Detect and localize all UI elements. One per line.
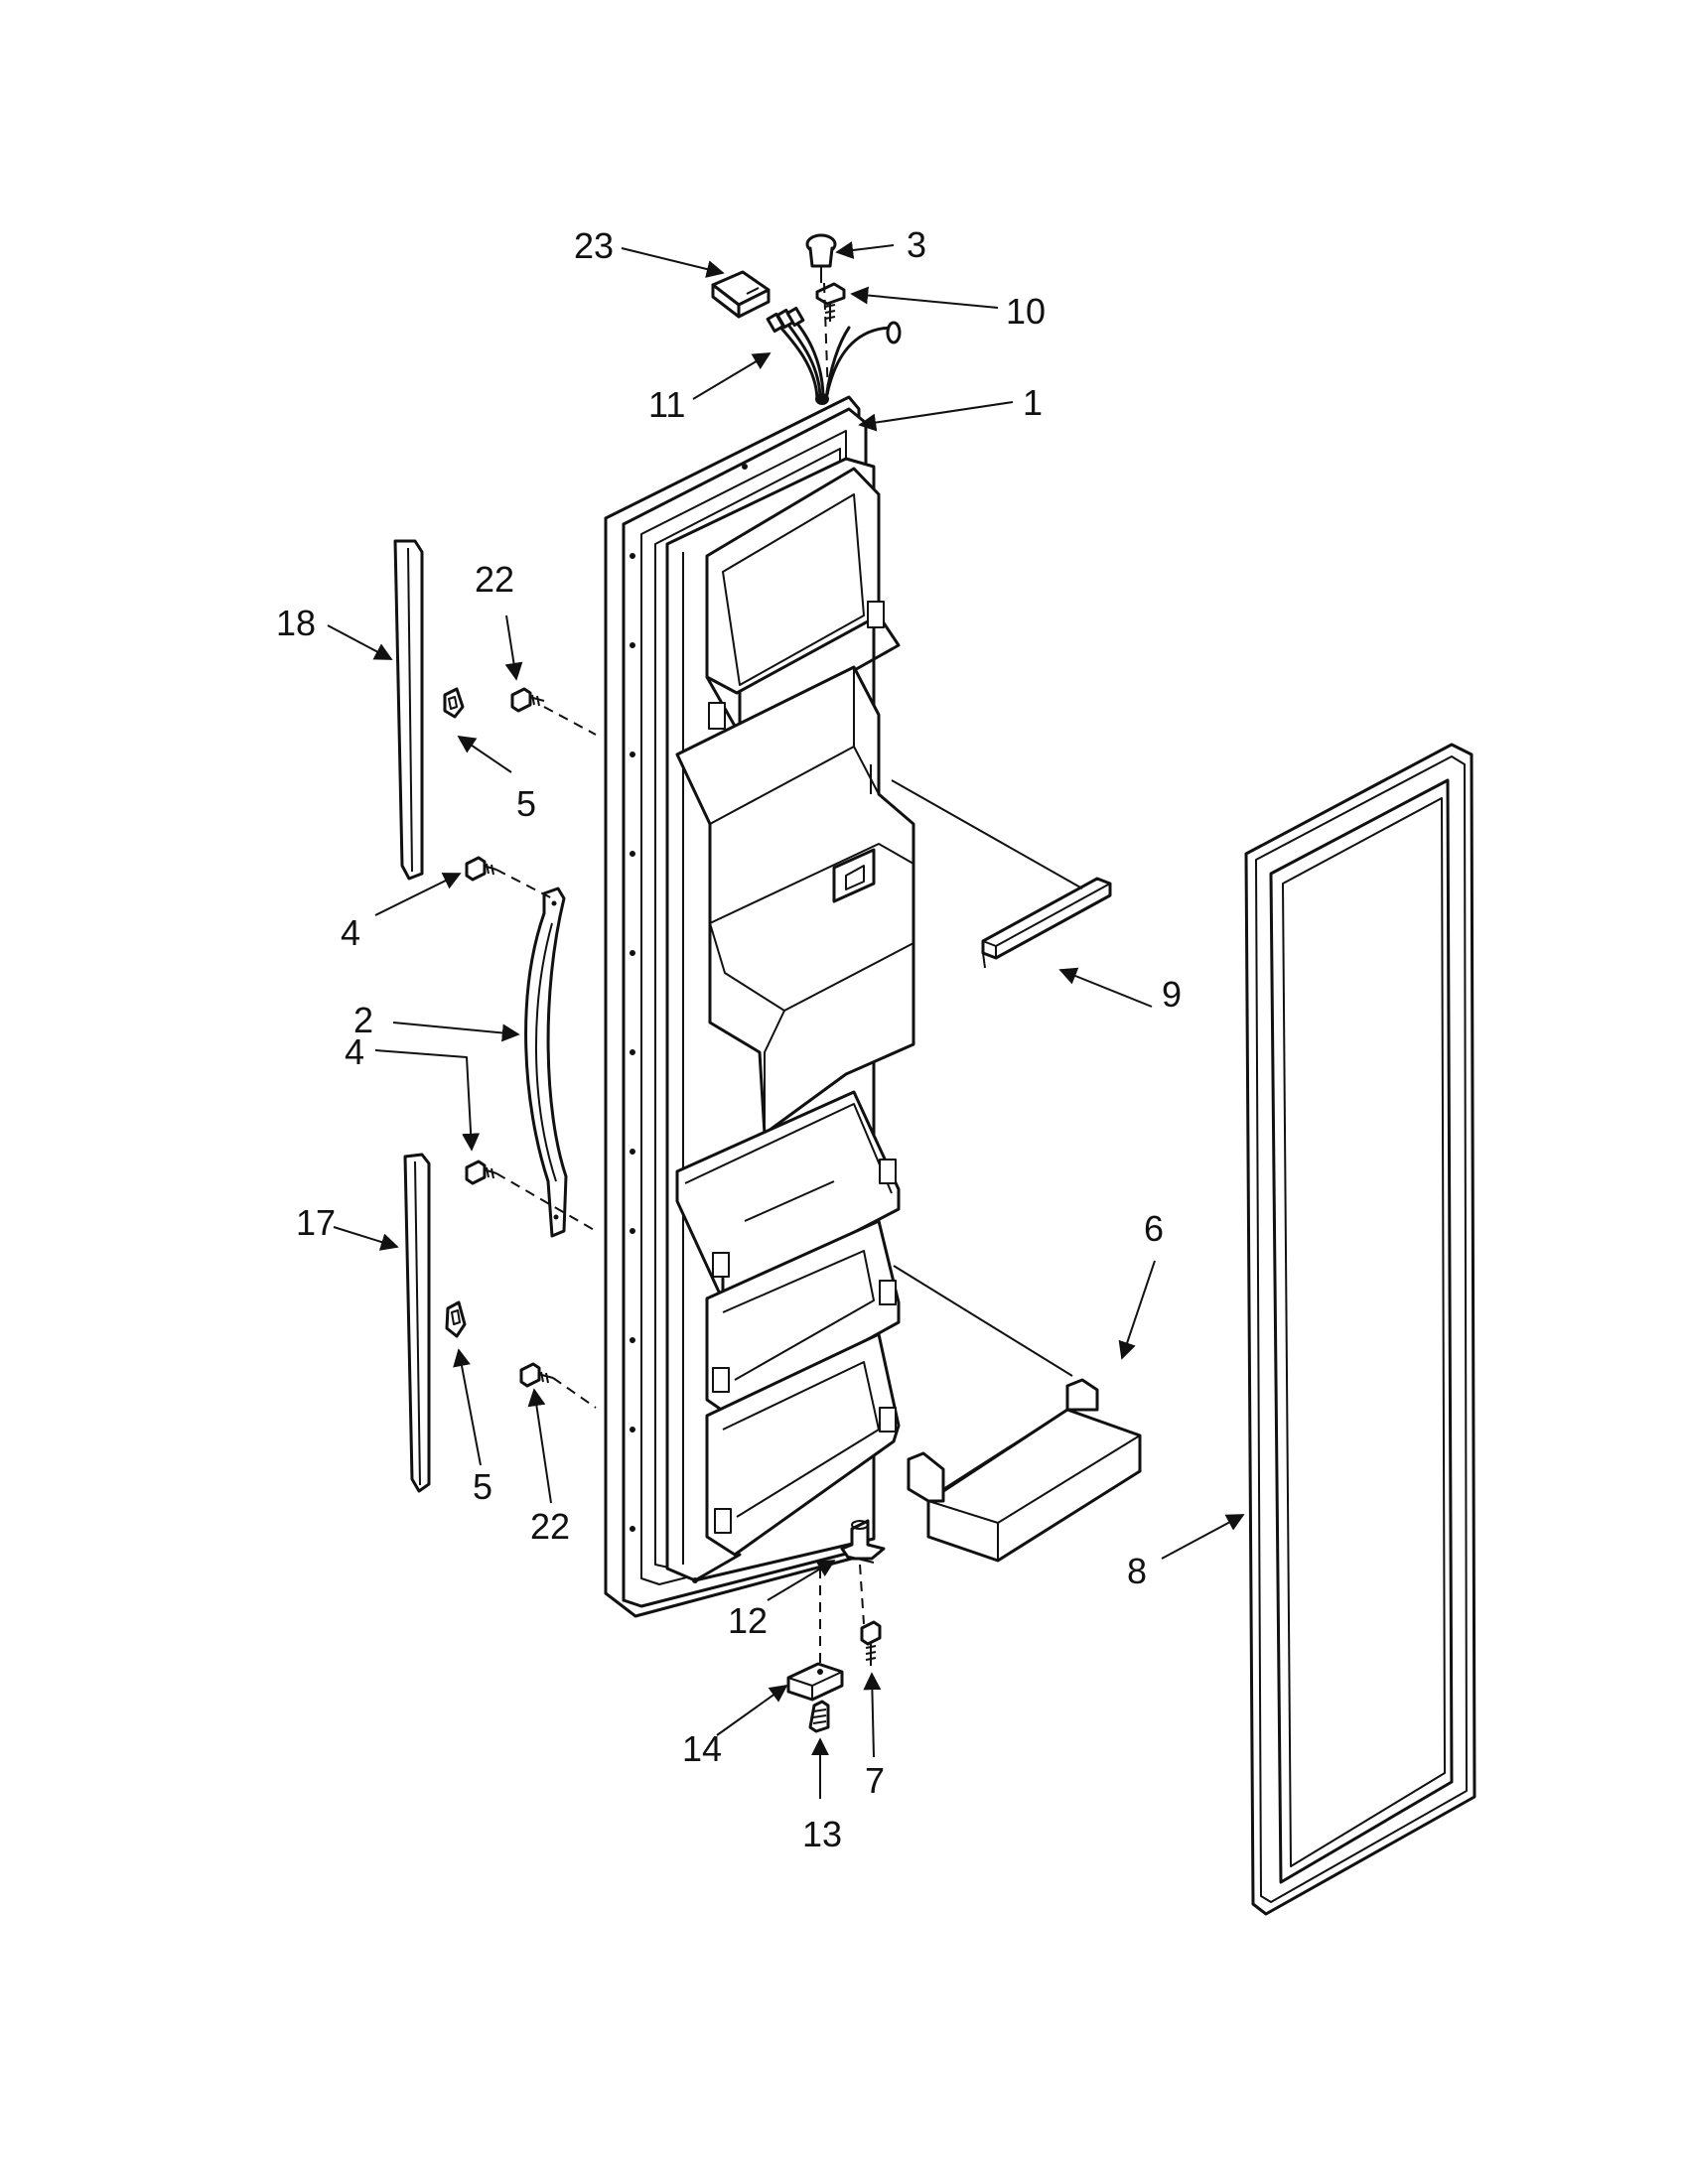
door-edge-screw-holes <box>630 464 748 1583</box>
bottom-hinge-part <box>786 1662 844 1702</box>
lower-door-shelf <box>705 1219 901 1418</box>
callout-14: 14 <box>682 1728 722 1769</box>
lower-trim-strip <box>403 1153 431 1493</box>
callout-6: 6 <box>1144 1208 1164 1249</box>
callout-10: 10 <box>1006 291 1046 332</box>
hinge-bolt-part <box>808 1700 830 1733</box>
callout-7: 7 <box>865 1760 885 1801</box>
lower-door-bin-part <box>907 1378 1142 1563</box>
trim-clip-upper <box>443 687 465 719</box>
door-gasket-part <box>1244 743 1476 1916</box>
callout-9: 9 <box>1162 974 1182 1015</box>
callout-12: 12 <box>728 1600 768 1641</box>
callout-23: 23 <box>574 225 614 266</box>
callout-1: 1 <box>1023 382 1043 423</box>
callout-18: 18 <box>276 603 316 643</box>
top-door-bin <box>705 467 901 737</box>
wire-connector-part <box>711 270 771 319</box>
callout-labels: 23 3 10 11 1 18 22 5 4 2 4 17 5 22 9 6 8… <box>276 224 1182 1854</box>
callout-4-upper: 4 <box>341 912 360 953</box>
door-panel <box>604 395 915 1618</box>
callout-leaders <box>327 241 1245 1799</box>
callout-22-upper: 22 <box>475 559 514 600</box>
middle-door-shelf <box>675 1090 901 1302</box>
callout-4-lower: 4 <box>345 1031 364 1072</box>
callout-2: 2 <box>353 1000 373 1040</box>
callout-3: 3 <box>907 224 926 265</box>
hinge-screw-part <box>860 1620 882 1666</box>
callout-11: 11 <box>648 384 685 425</box>
ground-screw-part <box>815 282 846 322</box>
handle-screw-upper <box>465 856 497 882</box>
trim-clip-lower <box>445 1300 467 1338</box>
dispenser-recess <box>675 665 915 1136</box>
light-socket-part <box>805 233 837 283</box>
dispenser-rail-part <box>981 877 1112 969</box>
alignment-lines <box>495 282 1083 1668</box>
callout-5-lower: 5 <box>473 1466 492 1507</box>
callout-8: 8 <box>1127 1551 1147 1591</box>
callout-17: 17 <box>296 1202 336 1243</box>
trim-screw-lower <box>519 1362 554 1388</box>
handle-screw-lower <box>465 1160 497 1185</box>
bottom-door-bin <box>693 1332 901 1582</box>
callout-5-upper: 5 <box>516 783 536 824</box>
door-handle-part <box>524 887 568 1238</box>
upper-trim-strip <box>393 539 424 881</box>
trim-screw-upper <box>510 687 545 713</box>
wire-harness-part <box>766 306 902 405</box>
hinge-bushing-part <box>840 1519 886 1561</box>
callout-22-lower: 22 <box>530 1506 570 1547</box>
callout-13: 13 <box>802 1814 842 1854</box>
